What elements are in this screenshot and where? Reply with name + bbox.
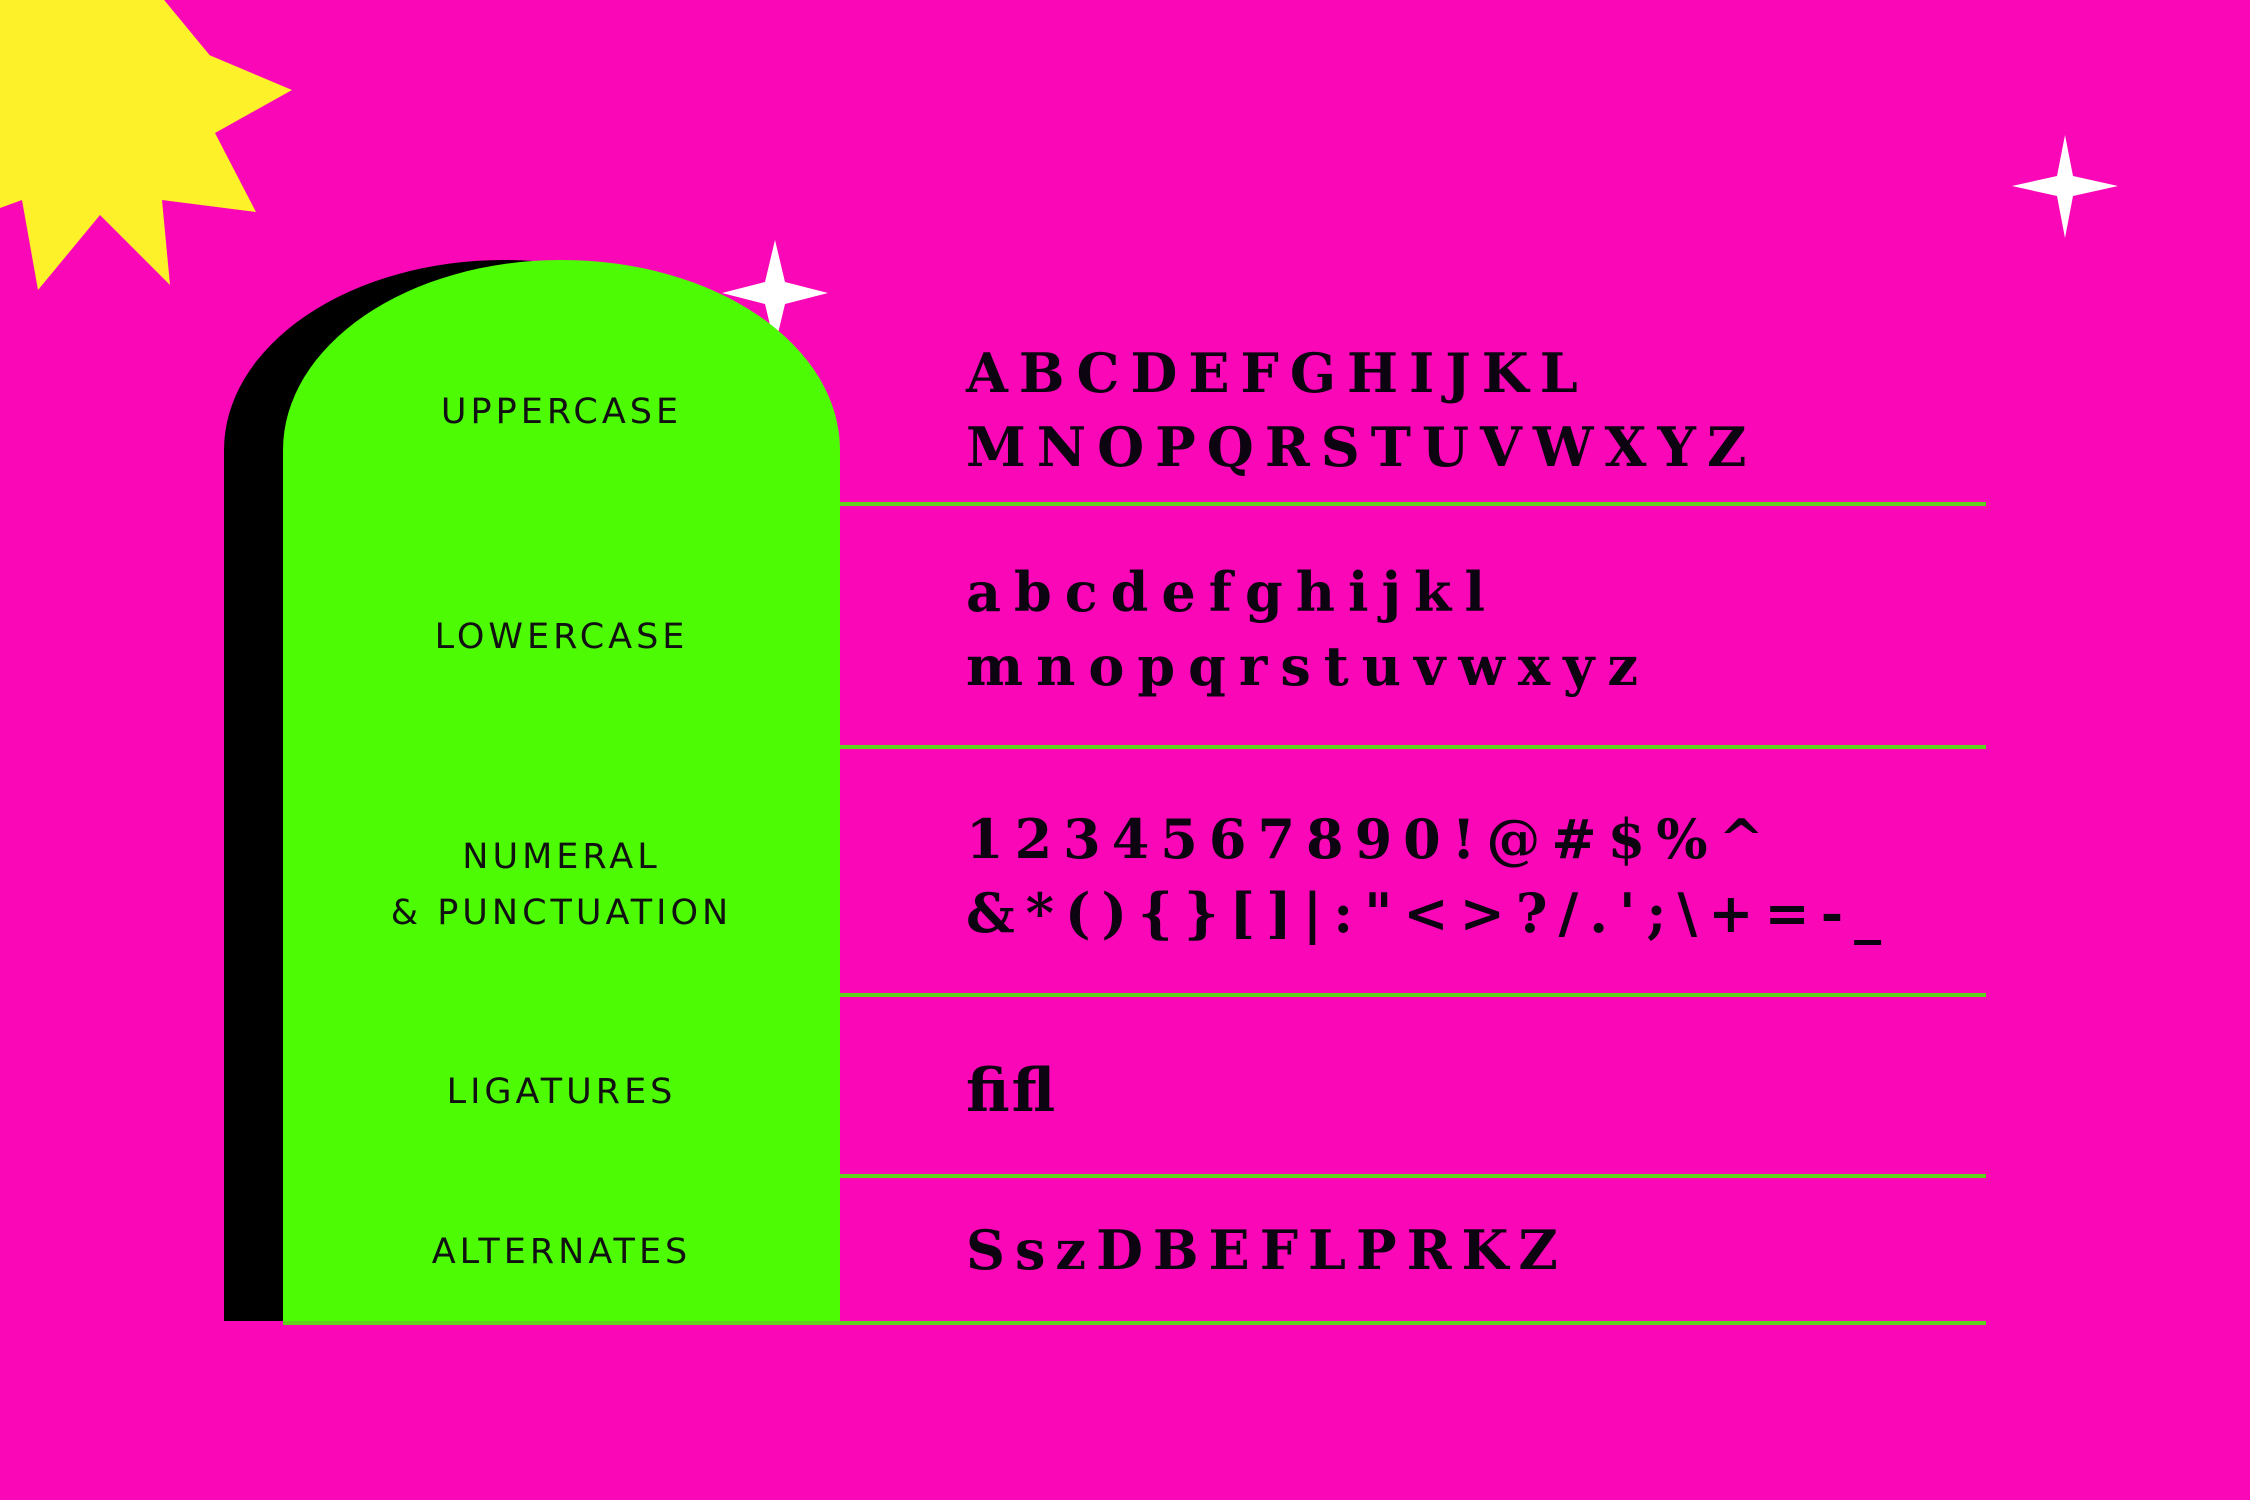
sparkle-icon bbox=[722, 240, 828, 346]
uppercase-label: UPPERCASE bbox=[440, 392, 683, 432]
ligatures-label: LIGATURES bbox=[446, 1072, 677, 1112]
row-divider bbox=[840, 1174, 1986, 1178]
glyph-line: 1234567890!@#$%^ bbox=[966, 807, 1775, 871]
glyph-line: abcdefghijkl bbox=[966, 560, 1498, 624]
ligature-glyphs: ﬁﬂ bbox=[966, 1054, 1057, 1128]
glyph-line: mnopqrstuvwxyz bbox=[966, 634, 1652, 698]
uppercase-glyphs: ABCDEFGHIJKL MNOPQRSTUVWXYZ bbox=[966, 336, 1757, 484]
numeral-punctuation-glyphs: 1234567890!@#$%^ &*(){}[]|:"<>?/.';\+=-_ bbox=[966, 802, 1892, 950]
alternate-glyphs: SszDBEFLPRKZ bbox=[966, 1213, 1568, 1287]
glyph-line: &*(){}[]|:"<>?/.';\+=-_ bbox=[966, 881, 1893, 945]
glyph-line: ABCDEFGHIJKL bbox=[966, 341, 1589, 405]
label-panel bbox=[283, 260, 840, 1321]
lowercase-label: LOWERCASE bbox=[434, 617, 689, 657]
row-divider bbox=[840, 745, 1986, 749]
alternates-label: ALTERNATES bbox=[431, 1232, 692, 1272]
row-divider bbox=[283, 1321, 1986, 1325]
numeral-punctuation-label: NUMERAL & PUNCTUATION bbox=[390, 837, 733, 933]
sun-burst-icon bbox=[0, 0, 292, 290]
glyph-line: SszDBEFLPRKZ bbox=[966, 1218, 1568, 1282]
row-divider bbox=[840, 502, 1986, 506]
glyph-line: ﬁﬂ bbox=[966, 1056, 1058, 1126]
lowercase-glyphs: abcdefghijkl mnopqrstuvwxyz bbox=[966, 555, 1651, 703]
glyph-line: MNOPQRSTUVWXYZ bbox=[966, 415, 1758, 479]
row-divider bbox=[840, 993, 1986, 997]
sparkle-icon bbox=[2012, 135, 2118, 238]
